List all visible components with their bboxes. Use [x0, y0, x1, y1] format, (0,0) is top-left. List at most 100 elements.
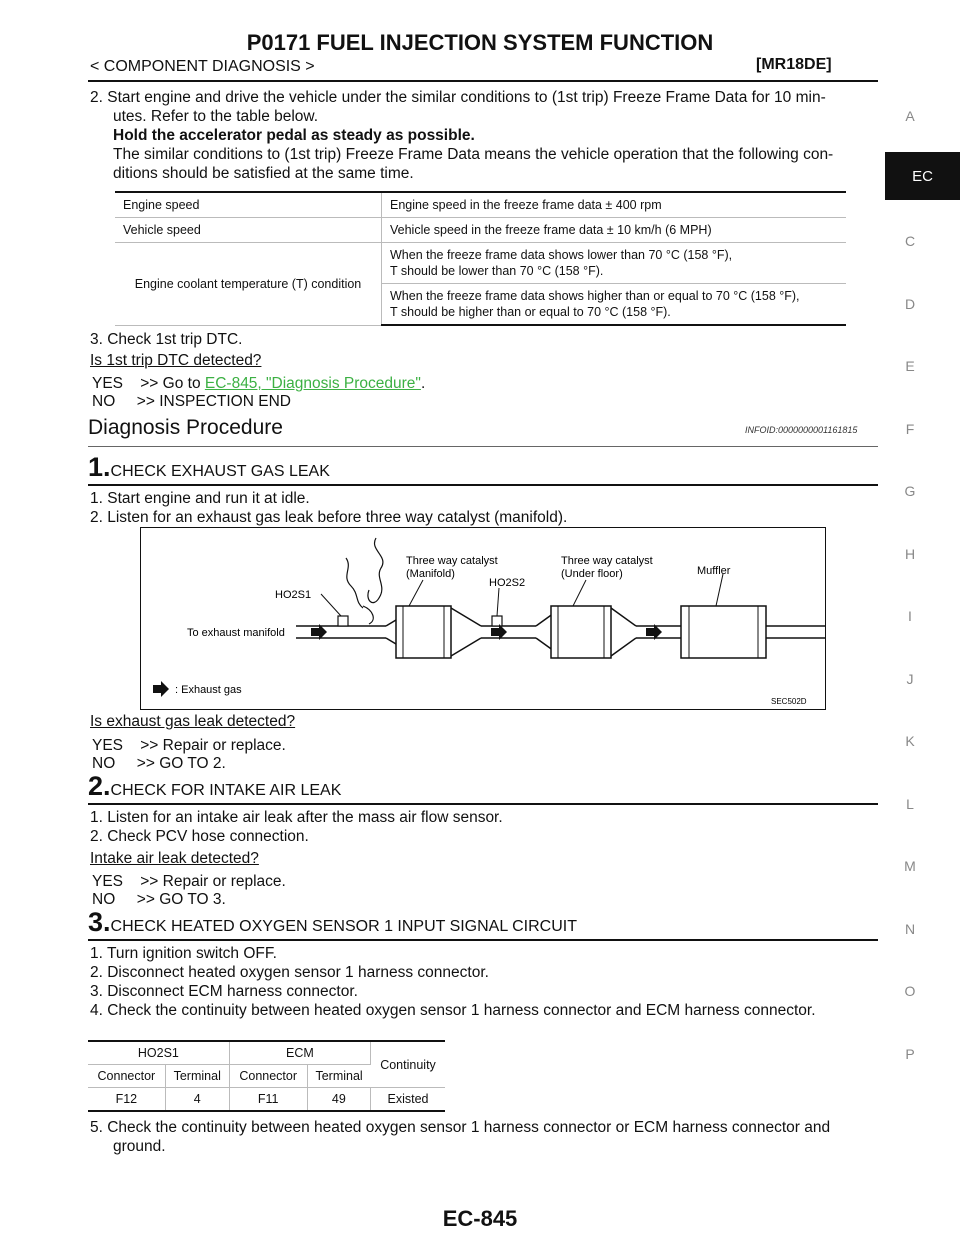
subheader-connector: Connector [229, 1064, 308, 1088]
cell-terminal: 4 [165, 1087, 230, 1112]
step2-title: CHECK FOR INTAKE AIR LEAK [110, 782, 342, 799]
continuity-table: HO2S1 ECM Continuity Connector Terminal … [88, 1040, 445, 1112]
intro-step2-line1: 2. Start engine and drive the vehicle un… [90, 89, 826, 106]
leader-line [408, 579, 424, 607]
exhaust-diagram-svg: Three way catalyst (Manifold) HO2S2 Thre… [153, 537, 825, 706]
sidebar-letter-c[interactable]: C [904, 233, 916, 249]
step1-rule [88, 484, 878, 486]
sidebar-letter-o[interactable]: O [904, 983, 916, 999]
step2-line1: 1. Listen for an intake air leak after t… [90, 809, 503, 826]
freeze-frame-conditions-table: Engine speed Engine speed in the freeze … [115, 191, 846, 326]
cell-connector: F11 [229, 1087, 308, 1112]
cell-terminal: 49 [307, 1087, 372, 1112]
sidebar-letter-d[interactable]: D [904, 296, 916, 312]
ho2s2-sensor [491, 615, 503, 627]
cell-connector: F12 [88, 1087, 166, 1112]
catalyst-outlet-cone [450, 607, 482, 657]
label-three-way-catalyst-under-floor: Three way catalyst [561, 555, 653, 567]
step3-yes-prefix: YES >> Go to [92, 375, 205, 392]
model-code: [MR18DE] [756, 56, 832, 73]
step3-question: Is 1st trip DTC detected? [90, 352, 262, 369]
step1-line1: 1. Start engine and run it at idle. [90, 490, 310, 507]
sidebar-letter-k[interactable]: K [905, 733, 915, 749]
leader-line [715, 573, 724, 607]
sidebar-letter-l[interactable]: L [906, 796, 914, 812]
leader-line [320, 593, 342, 617]
subheader-connector: Connector [88, 1064, 166, 1088]
step1-no: NO >> GO TO 2. [92, 755, 226, 772]
leader-line [496, 587, 500, 617]
step2-question: Intake air leak detected? [90, 850, 259, 867]
table-row: Engine coolant temperature (T) condition… [115, 242, 846, 326]
table-row: Vehicle speed Vehicle speed in the freez… [115, 217, 846, 243]
step3-yes: YES >> Go to EC-845, "Diagnosis Procedur… [92, 374, 425, 393]
intro-step2-bold: Hold the accelerator pedal as steady as … [113, 127, 475, 144]
smoke-icon [345, 557, 364, 609]
step3-line4: 4. Check the continuity between heated o… [90, 1002, 816, 1019]
step2-no: NO >> GO TO 3. [92, 891, 226, 908]
intro-step2-line2: utes. Refer to the table below. [113, 108, 319, 125]
step1-heading: 1.CHECK EXHAUST GAS LEAK [88, 452, 330, 483]
sidebar-letter-n[interactable]: N [904, 921, 916, 937]
label-ho2s2: HO2S2 [489, 577, 525, 589]
diagnosis-procedure-link[interactable]: EC-845, "Diagnosis Procedure" [204, 375, 421, 392]
step3-rule [88, 939, 878, 941]
step2-number: 2. [88, 771, 111, 801]
table-cell-value: Vehicle speed in the freeze frame data ±… [381, 217, 846, 243]
table-row: Engine speed Engine speed in the freeze … [115, 191, 846, 218]
sidebar-letter-j[interactable]: J [906, 671, 914, 687]
ho2s1-sensor [337, 615, 349, 627]
sidebar-letter-m[interactable]: M [904, 858, 916, 874]
exhaust-gas-arrow-icon [646, 624, 662, 640]
section-title: Diagnosis Procedure [88, 416, 283, 439]
intro-step2-line4: ditions should be satisfied at the same … [113, 165, 414, 182]
exhaust-system-diagram: Three way catalyst (Manifold) HO2S2 Thre… [140, 527, 826, 710]
label-to-exhaust-manifold: To exhaust manifold [187, 627, 285, 639]
legend-exhaust-gas: : Exhaust gas [175, 684, 242, 696]
sidebar-letter-g[interactable]: G [904, 483, 916, 499]
step3-text: 3. Check 1st trip DTC. [90, 331, 243, 348]
table-row: When the freeze frame data shows higher … [115, 283, 846, 326]
smoke-icon [367, 537, 384, 604]
table-header-row: HO2S1 ECM Continuity [88, 1040, 445, 1088]
page-number: EC-845 [442, 1206, 518, 1231]
smoke-icon [362, 605, 374, 625]
label-muffler: Muffler [697, 565, 731, 577]
table-subheader-row: Connector Terminal Connector Terminal [88, 1064, 445, 1088]
sidebar-letter-f[interactable]: F [905, 421, 915, 437]
step1-line2: 2. Listen for an exhaust gas leak before… [90, 509, 568, 526]
header-ecm: ECM [229, 1040, 372, 1065]
figure-code: SEC502D [771, 697, 807, 706]
cell-continuity: Existed [370, 1087, 445, 1112]
table-cell-value: When the freeze frame data shows higher … [381, 283, 846, 326]
step3-heading: 3.CHECK HEATED OXYGEN SENSOR 1 INPUT SIG… [88, 907, 577, 938]
info-id: INFOID:0000000001161815 [745, 425, 858, 435]
sidebar-letter-a[interactable]: A [905, 108, 915, 124]
label-ho2s1: HO2S1 [275, 589, 311, 601]
condition-higher-line2: T should be higher than or equal to 70 °… [390, 305, 671, 319]
table-cell-value: Engine speed in the freeze frame data ± … [381, 191, 846, 218]
step1-question: Is exhaust gas leak detected? [90, 713, 296, 730]
table-cell-value: When the freeze frame data shows lower t… [381, 242, 846, 284]
step2-yes: YES >> Repair or replace. [92, 873, 286, 890]
subheader-terminal: Terminal [165, 1064, 230, 1088]
legend-arrow-icon [153, 681, 169, 697]
sidebar-letter-e[interactable]: E [905, 358, 915, 374]
step2-line2: 2. Check PCV hose connection. [90, 828, 309, 845]
sidebar-letter-p[interactable]: P [905, 1046, 915, 1062]
sidebar-letter-i[interactable]: I [908, 608, 912, 624]
exhaust-gas-arrow-icon [491, 624, 507, 640]
table-row: F12 4 F11 49 Existed [88, 1087, 445, 1112]
label-manifold: (Manifold) [406, 568, 455, 580]
header-ho2s1: HO2S1 [88, 1040, 230, 1065]
catalyst-outlet-cone [610, 607, 637, 657]
sidebar-letter-h[interactable]: H [904, 546, 916, 562]
page-title: P0171 FUEL INJECTION SYSTEM FUNCTION [246, 30, 714, 55]
table-cell-label: Engine speed [115, 191, 382, 218]
step3-line5b: ground. [113, 1138, 166, 1155]
three-way-catalyst-manifold [395, 605, 452, 659]
step3-line2: 2. Disconnect heated oxygen sensor 1 har… [90, 964, 489, 981]
sidebar-active-tab[interactable]: EC [885, 152, 960, 200]
step2-rule [88, 803, 878, 805]
condition-lower-line1: When the freeze frame data shows lower t… [390, 248, 733, 262]
